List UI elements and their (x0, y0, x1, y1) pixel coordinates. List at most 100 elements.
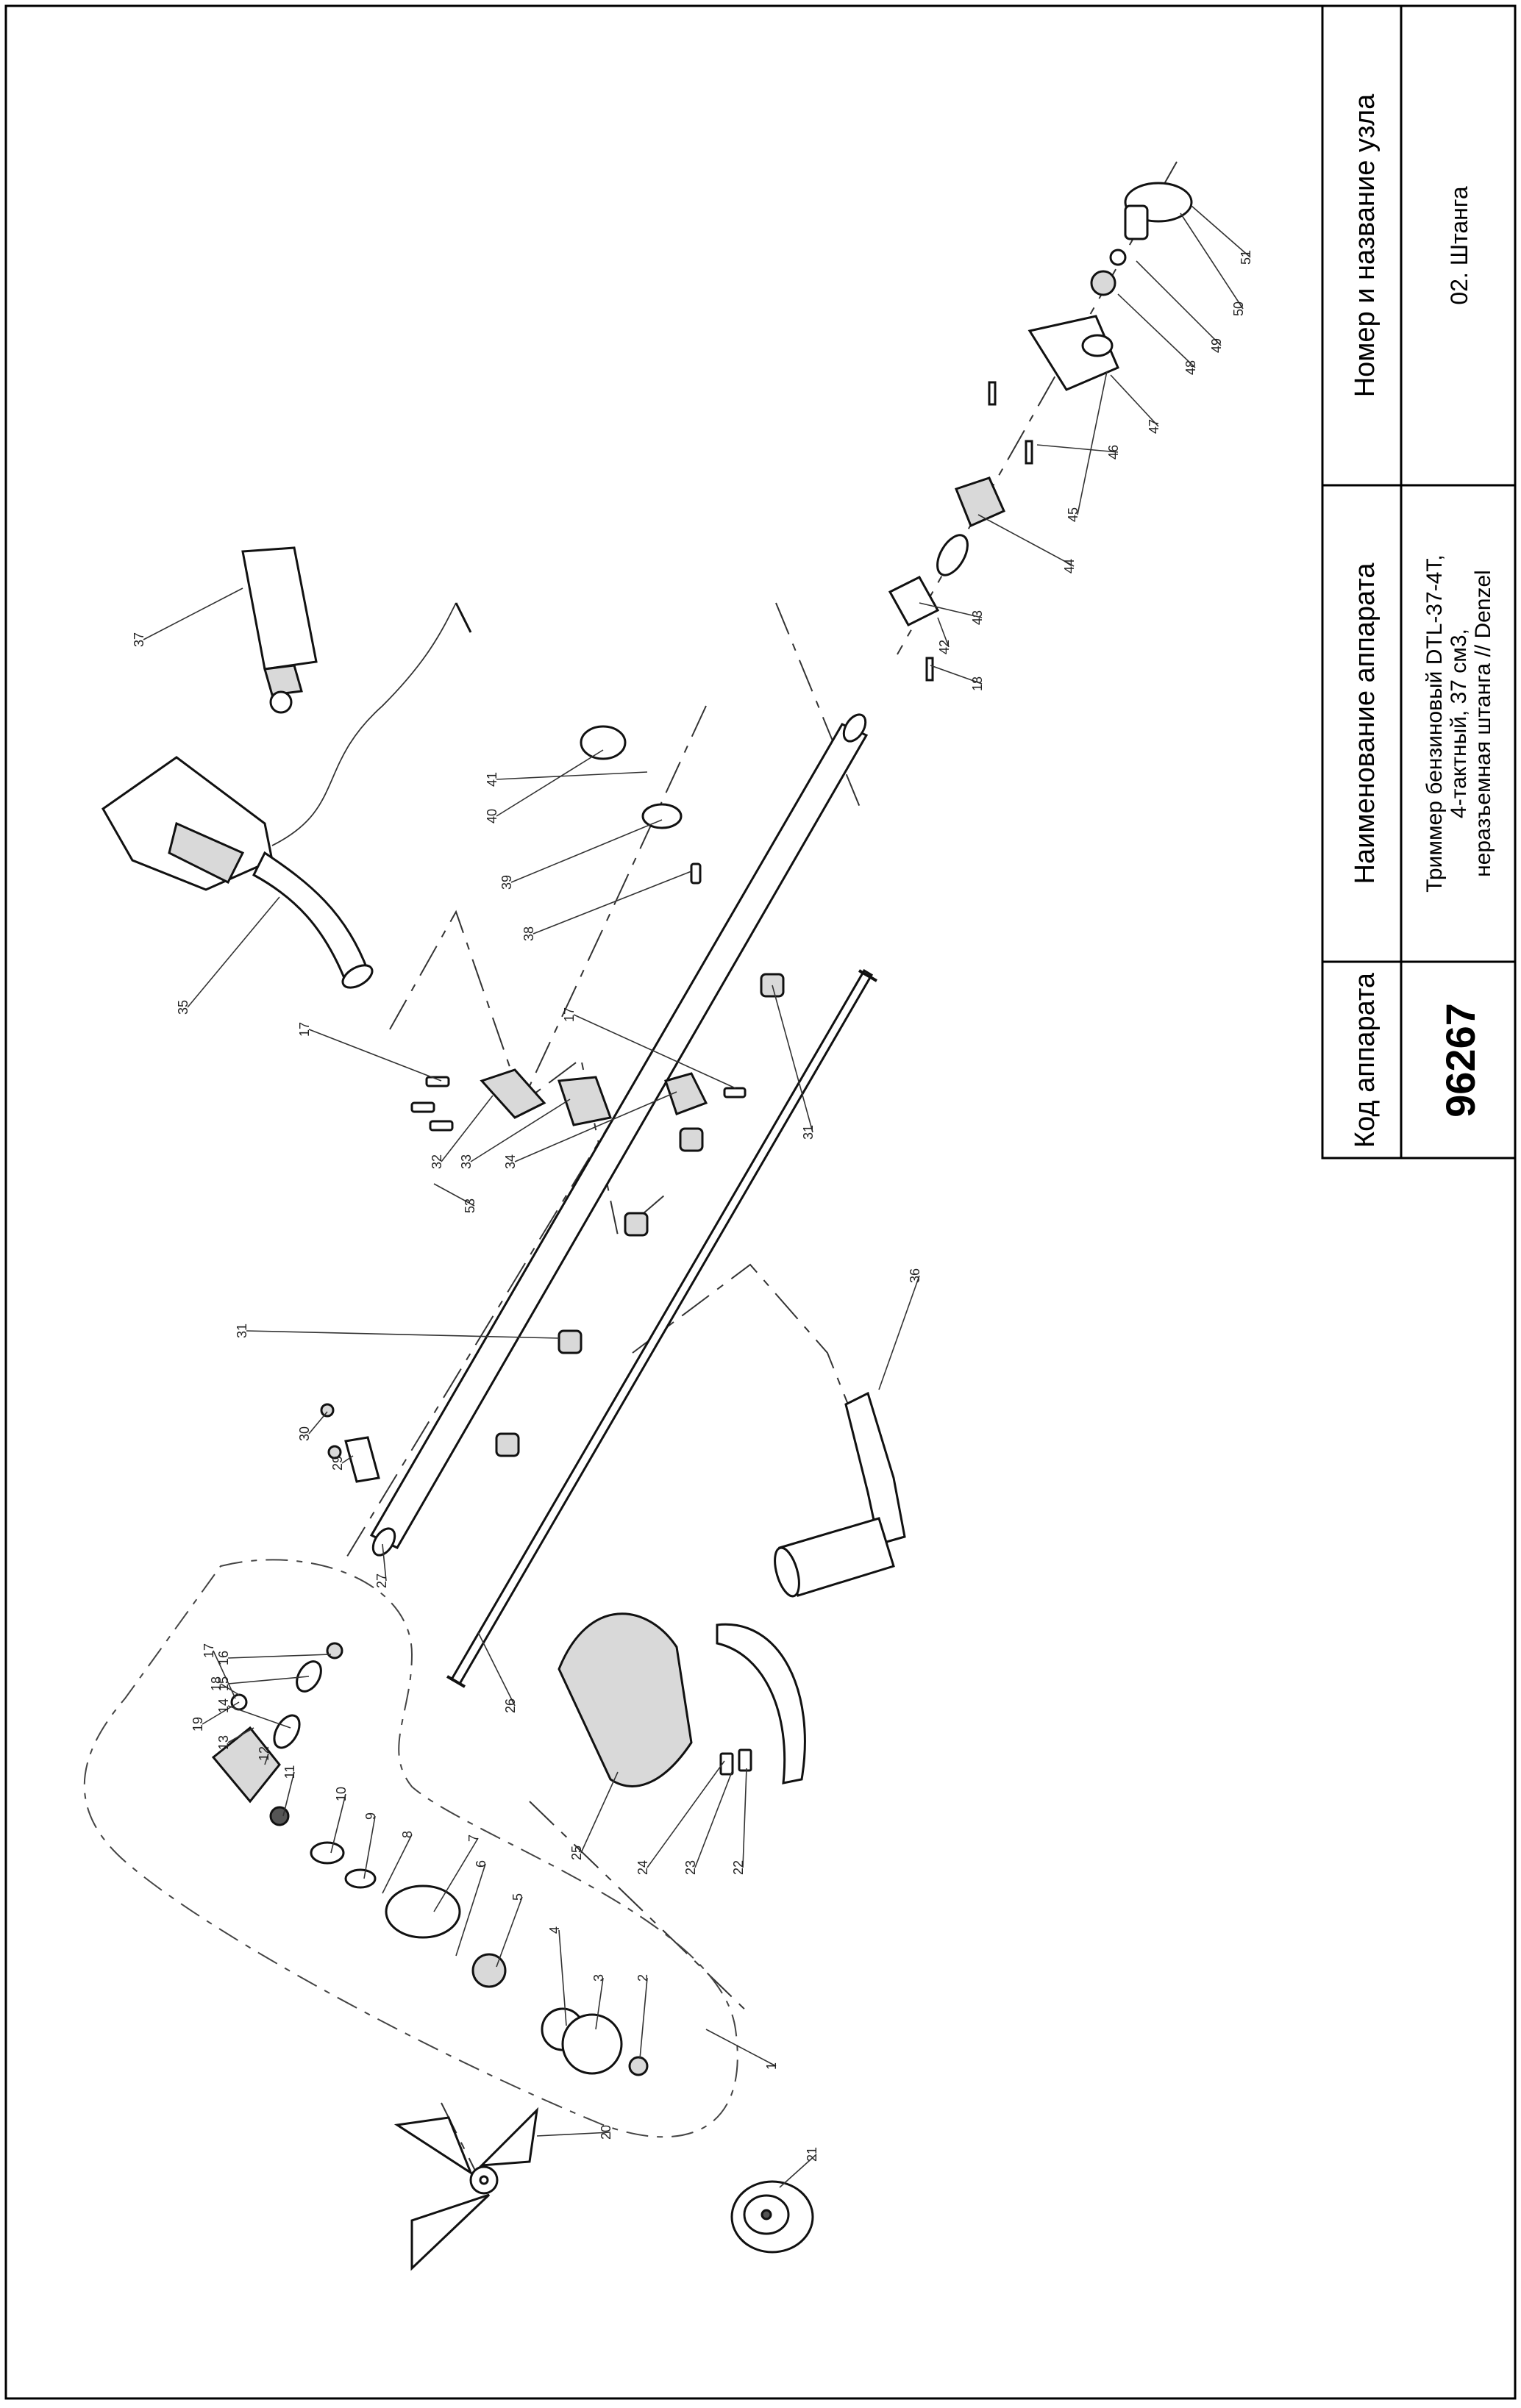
leader-line (573, 1014, 736, 1089)
unit-header: Номер и название узла (1350, 93, 1381, 397)
bushings (495, 973, 785, 1457)
part-number-label: 46 (1106, 445, 1121, 460)
gearbox-zone (83, 1559, 738, 2138)
part-number-label: 29 (330, 1456, 345, 1471)
leader-line (595, 1977, 604, 2030)
bracket (320, 1403, 380, 1483)
drive-shaft (446, 968, 878, 1688)
part-number-label: 48 (1183, 360, 1198, 375)
part-number-label: 16 (216, 1651, 231, 1665)
leader-line (433, 1183, 475, 1207)
leader-line (308, 1411, 328, 1435)
leader-line (308, 1029, 442, 1082)
leader-line (742, 1768, 747, 1868)
device-value-line2: 4-тактный, 37 см3, (1447, 629, 1471, 818)
part-number-label: 45 (1066, 507, 1080, 522)
part-number-label: 19 (190, 1717, 205, 1732)
part-number-label: 43 (970, 610, 985, 625)
part-number-label: 51 (1239, 250, 1253, 265)
part-number-label: 31 (801, 1125, 816, 1140)
leader-line (930, 665, 983, 685)
leader-line (694, 1771, 733, 1868)
leader-line (143, 587, 243, 640)
part-number-label: 27 (374, 1573, 389, 1588)
part-number-label: 47 (1147, 419, 1161, 434)
leader-line (341, 1455, 354, 1464)
clutch-parts (888, 182, 1193, 682)
leader-line (363, 1815, 376, 1879)
part-number-label: 41 (485, 772, 499, 787)
part-number-label: 38 (521, 926, 536, 941)
part-number-label: 8 (400, 1831, 415, 1838)
part-number-label: 1 (764, 2062, 779, 2070)
leader-line (202, 1701, 240, 1725)
leader-line (227, 1676, 310, 1684)
leader-line (264, 1753, 269, 1765)
title-block: Номер и название узла 02. Штанга Наимено… (1321, 4, 1517, 1160)
sheet-border (4, 4, 1517, 2400)
part-number-label: 15 (216, 1676, 231, 1691)
part-number-label: 18 (209, 1676, 224, 1691)
leader-line (705, 2029, 777, 2067)
part-number-label: 40 (485, 809, 499, 823)
leader-line (646, 1760, 725, 1868)
leader-line (772, 985, 813, 1133)
leader-line (1117, 293, 1196, 368)
part-number-label: 36 (908, 1268, 922, 1283)
part-number-label: 21 (805, 2147, 819, 2162)
part-number-label: 2 (635, 1974, 650, 1982)
leader-line (1110, 374, 1159, 427)
leader-line (227, 1727, 254, 1743)
leader-line (246, 1330, 560, 1339)
leader-line (455, 1863, 486, 1957)
leader-line (433, 1837, 479, 1912)
loop-handle (774, 1391, 906, 1598)
leader-lines (143, 205, 1251, 2188)
part-number-label: 31 (235, 1323, 249, 1338)
leader-line (382, 1834, 413, 1894)
part-number-label: 7 (466, 1834, 481, 1842)
part-number-label: 17 (562, 1007, 577, 1022)
clamps (410, 725, 747, 1132)
trimmer-head (730, 2180, 814, 2254)
part-number-label: 44 (1062, 559, 1077, 574)
part-number-label: 4 (547, 1926, 562, 1934)
leader-line (1136, 260, 1222, 346)
part-number-label: 50 (1231, 301, 1246, 316)
leader-line (977, 514, 1075, 567)
part-number-label: 53 (463, 1198, 477, 1213)
leader-line (1077, 371, 1108, 515)
leader-line (878, 1275, 920, 1390)
device-header: Наименование аппарата (1350, 562, 1381, 885)
device-value-line3: неразъемная штанга // Denzel (1471, 570, 1495, 877)
unit-value: 02. Штанга (1446, 186, 1472, 304)
code-value: 96267 (1437, 1003, 1483, 1118)
part-number-label: 42 (937, 640, 952, 654)
part-number-label: 10 (334, 1787, 349, 1801)
handle-assembly (101, 602, 472, 989)
guard (558, 1612, 806, 1787)
part-number-label: 12 (257, 1746, 271, 1761)
leader-line (580, 1771, 619, 1854)
part-number-label: 33 (459, 1154, 474, 1169)
part-number-label: 9 (363, 1812, 378, 1820)
leader-line (937, 617, 950, 648)
part-number-label: 20 (599, 2125, 613, 2140)
leader-line (187, 896, 280, 1008)
shoulder-strap (241, 546, 318, 714)
part-number-label: 24 (635, 1860, 650, 1875)
leader-line (477, 1632, 516, 1707)
device-value-line1: Триммер бензиновый DTL-37-4T, (1422, 554, 1447, 893)
code-header: Код аппарата (1350, 972, 1381, 1148)
part-number-label: 3 (591, 1974, 606, 1982)
leader-line (282, 1771, 295, 1817)
part-labels: 1234567891011121314151617171718181920212… (132, 250, 1253, 2162)
part-number-label: 39 (499, 875, 514, 890)
part-number-label: 17 (297, 1022, 312, 1037)
leader-line (1191, 205, 1251, 258)
leader-line (639, 1977, 648, 2059)
part-number-label: 17 (202, 1643, 216, 1658)
leader-line (330, 1793, 346, 1854)
